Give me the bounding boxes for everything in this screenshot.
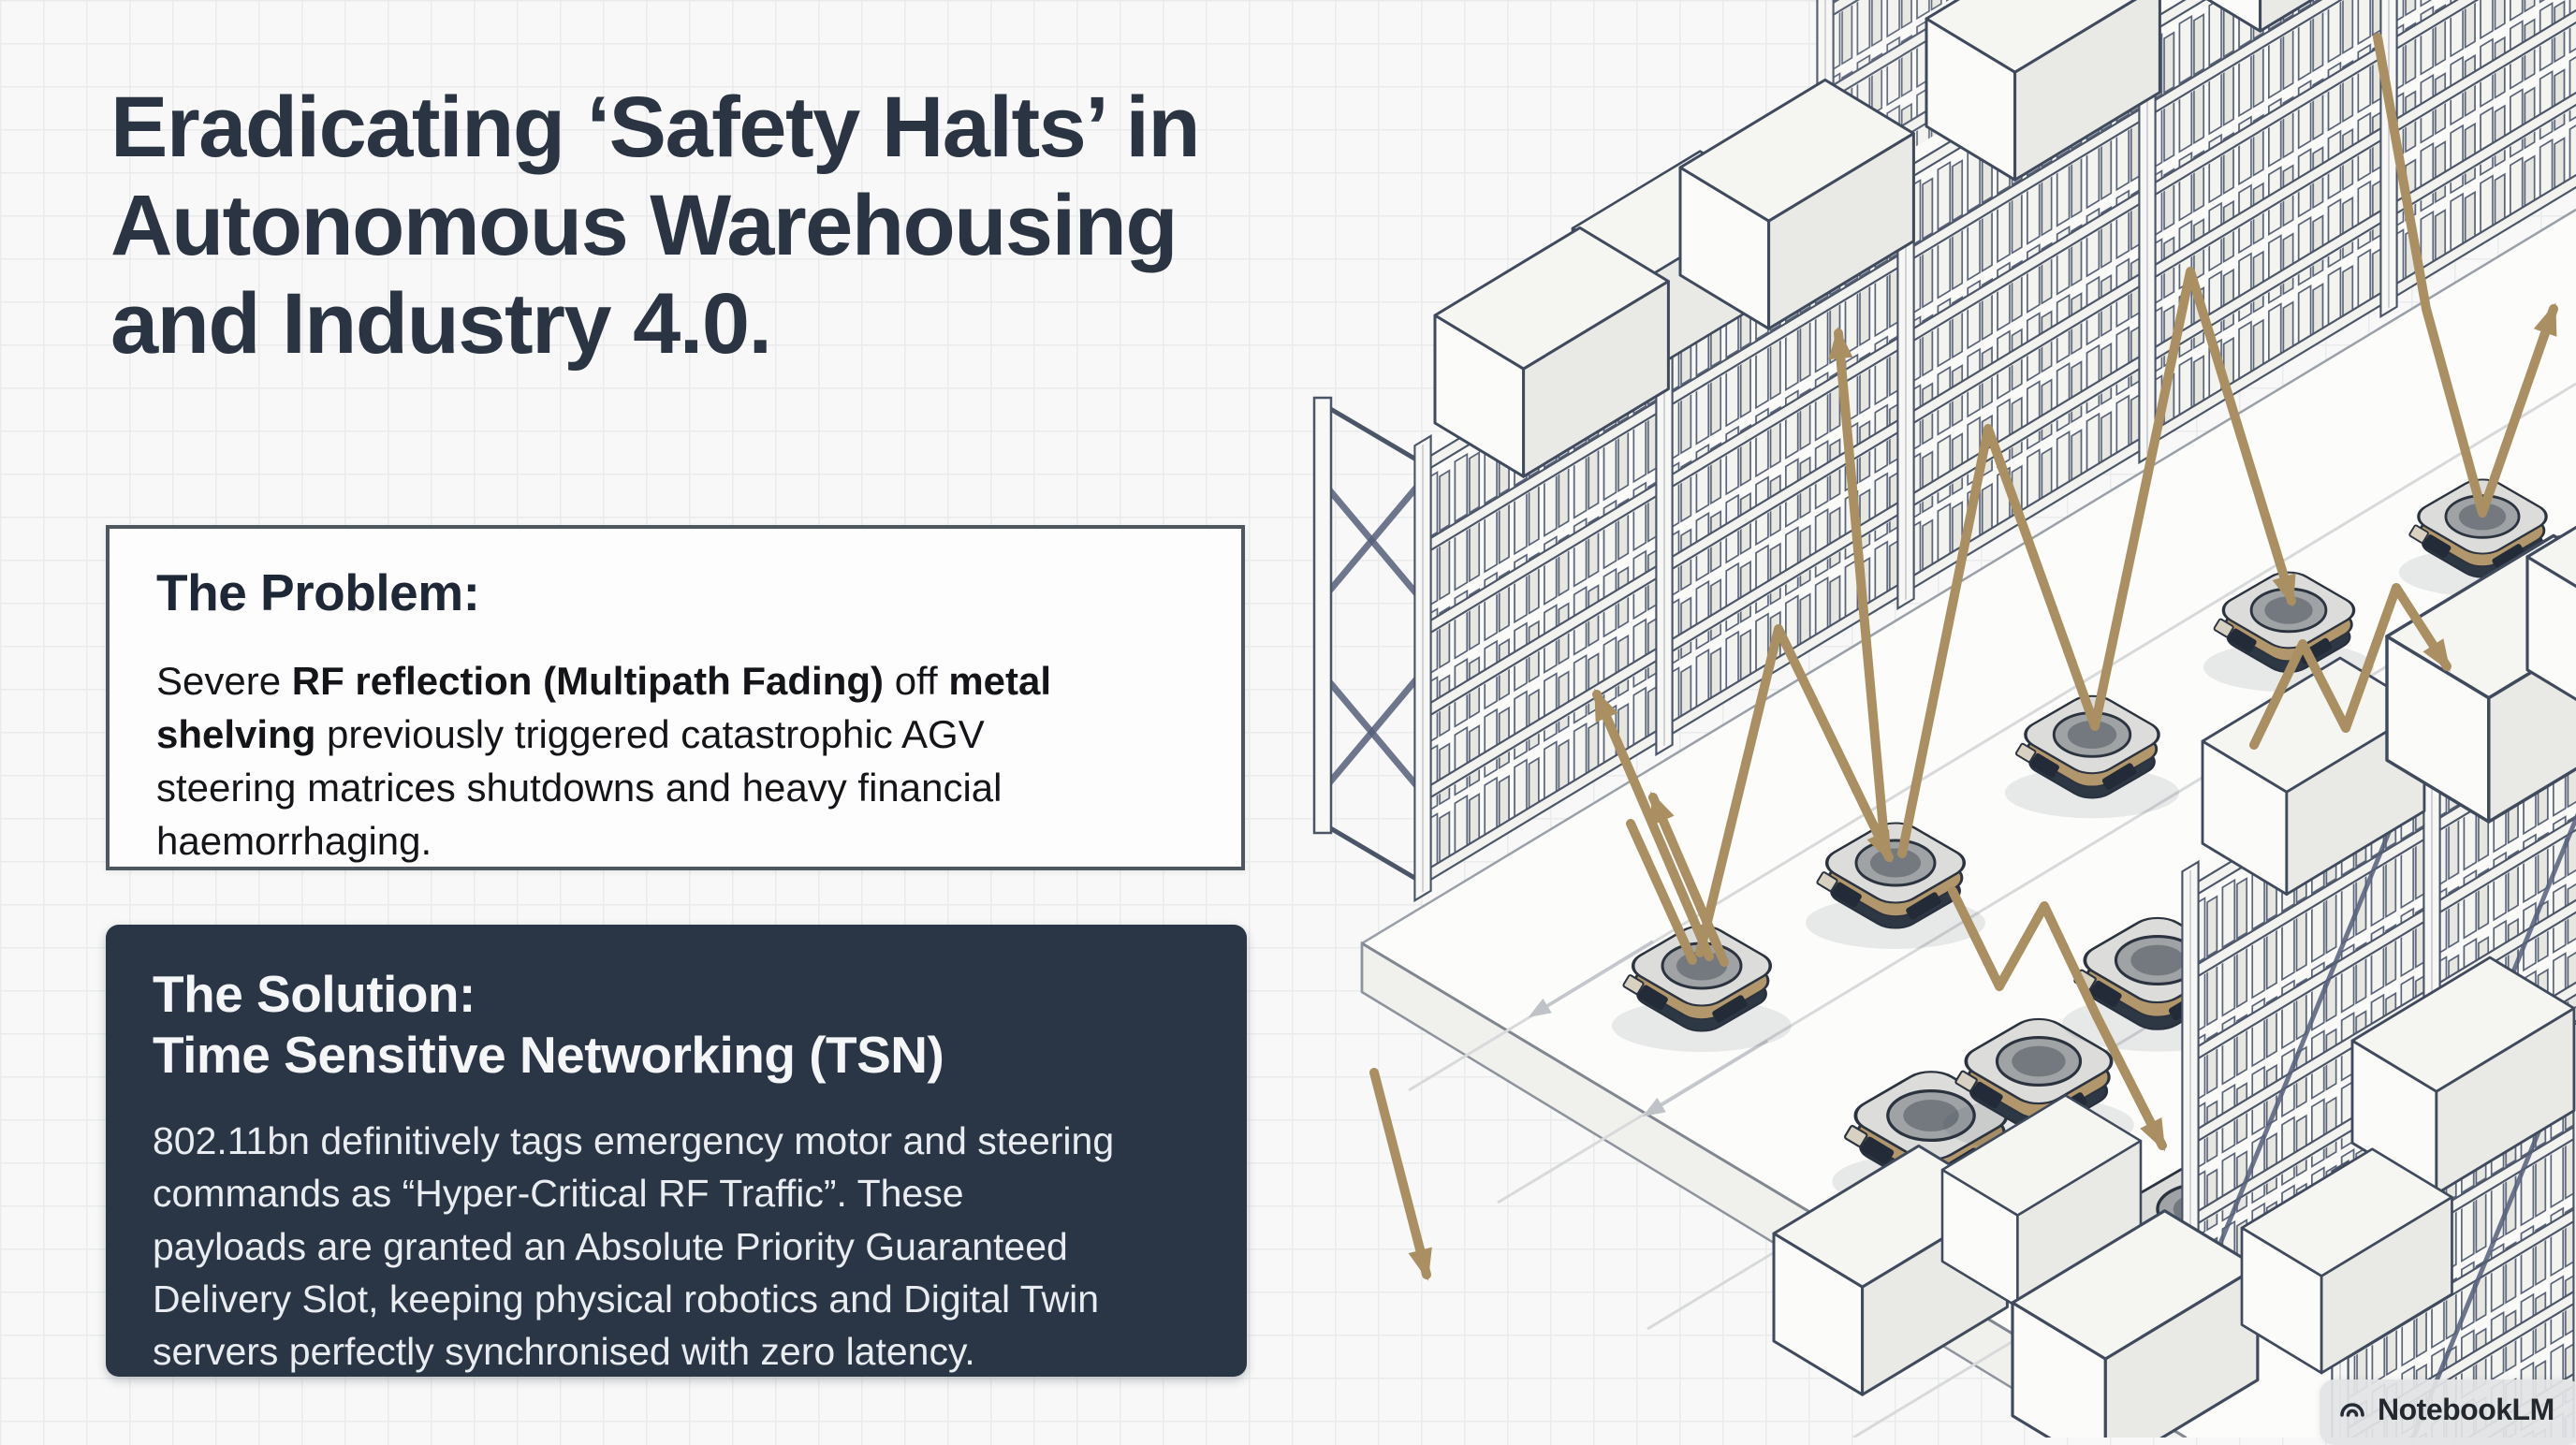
rack-end-frame	[1312, 396, 1425, 884]
page-title: Eradicating ‘Safety Halts’ in Autonomous…	[110, 79, 1440, 373]
problem-body: Severe RF reflection (Multipath Fading) …	[156, 659, 1052, 864]
notebooklm-logo-icon	[2336, 1394, 2368, 1425]
rf-arrow	[1897, 267, 2296, 858]
rf-multipath-arrows	[1369, 33, 2558, 1281]
solution-panel: The Solution: Time Sensitive Networking …	[106, 925, 1247, 1377]
rf-arrow	[1626, 819, 1697, 965]
shelving-rack-corner	[2330, 869, 2576, 1438]
problem-panel: The Problem: Severe RF reflection (Multi…	[106, 525, 1245, 870]
watermark-label: NotebookLM	[2378, 1392, 2554, 1426]
rf-arrow	[2373, 33, 2558, 518]
rf-arrow	[1648, 791, 1729, 967]
title-line-2: Autonomous Warehousing	[110, 177, 1178, 273]
title-line-3: and Industry 4.0.	[110, 275, 772, 372]
warehouse-illustration	[1312, 0, 2576, 1438]
rf-arrow	[1592, 688, 1714, 961]
title-line-1: Eradicating ‘Safety Halts’ in	[110, 80, 1201, 175]
rf-arrow	[1948, 886, 2167, 1152]
notebooklm-watermark: NotebookLM	[2320, 1379, 2576, 1445]
solution-heading-line-1: The Solution:	[153, 965, 476, 1023]
rf-arrow	[2249, 583, 2452, 750]
rf-arrow	[1369, 1068, 1432, 1281]
solution-heading-line-2: Time Sensitive Networking (TSN)	[153, 1026, 944, 1085]
rf-arrow	[1828, 327, 1890, 854]
problem-heading: The Problem:	[156, 563, 480, 621]
rf-arrow	[1695, 624, 1894, 957]
solution-heading: The Solution: Time Sensitive Networking …	[153, 964, 1200, 1087]
solution-body: 802.11bn definitively tags emergency mot…	[153, 1118, 1115, 1374]
